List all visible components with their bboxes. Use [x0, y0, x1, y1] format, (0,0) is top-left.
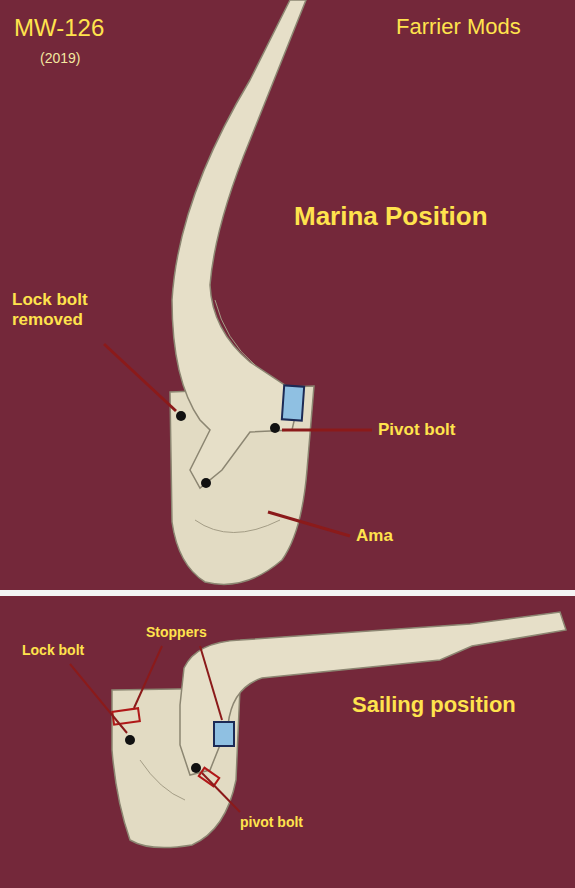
beam-shape — [172, 0, 306, 488]
stopper-block — [214, 722, 234, 746]
leader-line — [104, 344, 176, 411]
lock-bolt-hole — [176, 411, 186, 421]
pivot-bolt — [270, 423, 280, 433]
year-note: (2019) — [40, 50, 80, 66]
stopper-outline — [199, 768, 219, 787]
part-label: Pivot bolt — [378, 420, 455, 440]
part-label: Ama — [356, 526, 393, 546]
lock-bolt — [125, 735, 135, 745]
leader-line — [134, 646, 162, 708]
author-note: Farrier Mods — [396, 14, 521, 39]
model-id: MW-126 — [14, 14, 104, 42]
part-label: pivot bolt — [240, 814, 303, 830]
part-label: Lock bolt removed — [12, 290, 102, 329]
part-label: Lock bolt — [22, 642, 84, 658]
shape-detail — [215, 300, 255, 365]
leader-line — [202, 773, 240, 812]
bottom-panel — [0, 596, 575, 888]
beam-shape — [180, 612, 566, 775]
top-panel — [0, 0, 575, 590]
leader-line — [282, 429, 372, 432]
leader-line — [70, 664, 127, 733]
pivot-bolt — [191, 763, 201, 773]
shape-detail — [195, 520, 280, 533]
position-title: Marina Position — [294, 202, 488, 232]
part-label: Stoppers — [146, 624, 207, 640]
position-title: Sailing position — [352, 692, 516, 717]
separator — [0, 590, 575, 596]
leader-line — [268, 512, 350, 536]
stopper-block — [282, 385, 304, 420]
shape-detail — [140, 760, 185, 800]
leader-line — [200, 646, 222, 720]
bolt — [201, 478, 211, 488]
stopper-outline — [112, 708, 140, 724]
